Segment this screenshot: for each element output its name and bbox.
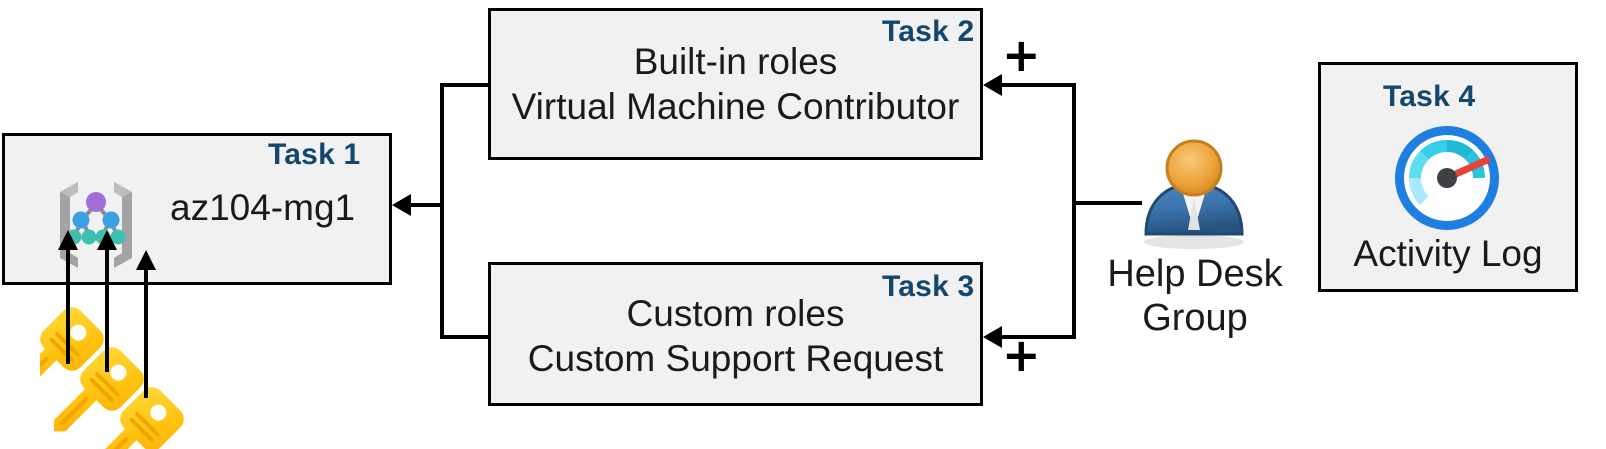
task-3-line-2: Custom Support Request: [527, 338, 944, 379]
task-2-to-bracket-line: [440, 83, 490, 87]
task-4-text: Activity Log: [1353, 233, 1543, 274]
task-2-inbound-arrow: [983, 74, 1002, 96]
key-connector-line-3: [144, 268, 148, 398]
key-connector-arrow-2: [97, 230, 117, 250]
keys-icon: [40, 307, 184, 449]
task-3-line-1: Custom roles: [626, 293, 845, 334]
help-desk-group-caption-line-2: Group: [1142, 297, 1248, 339]
key-connector-line-2: [105, 248, 109, 372]
task-3-to-bracket-line: [440, 335, 490, 339]
key-connector-arrow-1: [58, 230, 78, 250]
task-3-box[interactable]: [488, 262, 983, 406]
task-3-inbound-arrow: [983, 326, 1002, 348]
user-group-person-icon: [1144, 139, 1244, 249]
task-2-line-2: Virtual Machine Contributor: [511, 86, 960, 127]
gauge-activity-log-icon: [1395, 126, 1499, 230]
bracket-to-task-1-line: [410, 203, 444, 207]
management-group-icon: [60, 182, 132, 268]
left-bracket-vertical-line: [440, 83, 444, 339]
task-3-plus-sign: +: [1002, 328, 1041, 382]
task-1-label: Task 1: [268, 138, 361, 171]
help-desk-group-caption-line-1: Help Desk: [1107, 253, 1283, 295]
bracket-to-task-3-line: [1002, 335, 1076, 339]
task-2-plus-sign: +: [1002, 28, 1041, 82]
task-1-text: az104-mg1: [170, 187, 356, 228]
task-3-label: Task 3: [882, 270, 975, 303]
key-connector-line-1: [66, 248, 70, 364]
key-connector-arrow-3: [136, 250, 156, 270]
task-2-label: Task 2: [882, 15, 975, 48]
person-to-bracket-line: [1072, 201, 1142, 205]
bracket-to-task-2-line: [1002, 83, 1076, 87]
task-1-inbound-arrow: [392, 194, 411, 216]
right-bracket-vertical-line: [1072, 83, 1076, 339]
task-2-line-1: Built-in roles: [633, 41, 838, 82]
task-4-label: Task 4: [1383, 80, 1476, 113]
